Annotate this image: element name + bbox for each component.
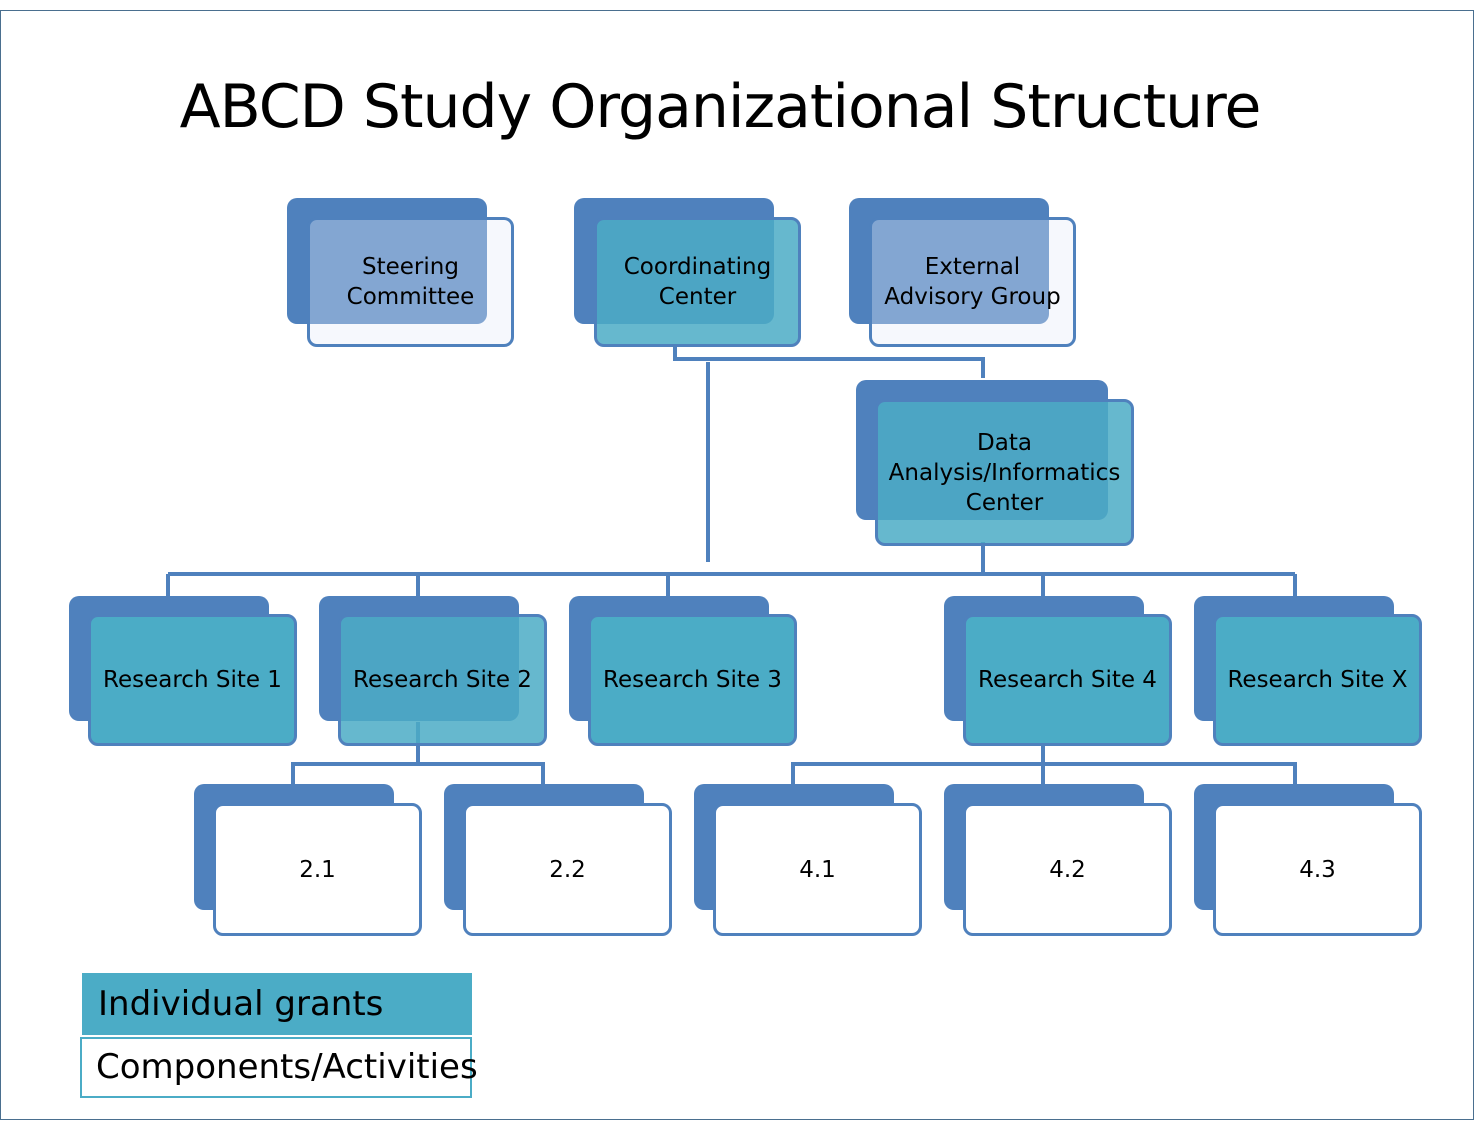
legend-grants: Individual grants (U01) (82, 973, 472, 1086)
component-2-1-box: 2.1 (213, 803, 422, 936)
steering-line2: Committee (346, 284, 475, 310)
component-4-2-node: 4.2 (944, 784, 1172, 936)
component-2-1-label: 2.1 (299, 856, 336, 883)
page-title: ABCD Study Organizational Structure (179, 72, 1262, 142)
slide-frame (0, 10, 1474, 1120)
component-2-2-node: 2.2 (444, 784, 672, 936)
research-site-3-label: Research Site 3 (603, 667, 782, 693)
research-site-2-box: Research Site 2 (338, 614, 547, 746)
research-site-1-node: Research Site 1 (69, 596, 297, 747)
research-site-4-box: Research Site 4 (963, 614, 1172, 746)
coordinating-line2: Center (658, 284, 737, 310)
daic-line1: Data (977, 429, 1032, 456)
component-2-2-label: 2.2 (549, 856, 586, 883)
component-4-1-node: 4.1 (694, 784, 922, 936)
component-4-2-box: 4.2 (963, 803, 1172, 936)
daic-line2: Analysis/Informatics (888, 459, 1121, 486)
connector-site4-bus (791, 762, 1297, 784)
research-site-4-node: Research Site 4 (944, 596, 1172, 747)
steering-line1: Steering (362, 254, 459, 280)
advisory-line2: Advisory Group (884, 284, 1061, 310)
research-site-x-label: Research Site X (1227, 667, 1408, 693)
component-4-3-node: 4.3 (1194, 784, 1422, 936)
research-site-3-node: Research Site 3 (569, 596, 797, 747)
connector-site2-bus (291, 762, 545, 784)
research-site-1-box: Research Site 1 (88, 614, 297, 746)
daic-line3: Center (965, 489, 1044, 516)
coordinating-line1: Coordinating (623, 254, 772, 280)
component-2-2-box: 2.2 (463, 803, 672, 936)
research-site-1-label: Research Site 1 (103, 667, 282, 693)
research-site-4-label: Research Site 4 (978, 667, 1157, 693)
research-site-x-node: Research Site X (1194, 596, 1422, 747)
research-site-2-label: Research Site 2 (353, 667, 532, 693)
research-site-x-box: Research Site X (1213, 614, 1422, 746)
legend-components: Components/Activities (80, 1037, 478, 1098)
research-site-2-node: Research Site 2 (319, 596, 547, 747)
component-4-3-label: 4.3 (1299, 856, 1336, 883)
component-2-1-node: 2.1 (194, 784, 422, 936)
advisory-line1: External (924, 254, 1021, 280)
component-4-2-label: 4.2 (1049, 856, 1086, 883)
connector-cc-daic (673, 345, 985, 378)
component-4-1-label: 4.1 (799, 856, 836, 883)
research-site-3-box: Research Site 3 (588, 614, 797, 746)
component-4-3-box: 4.3 (1213, 803, 1422, 936)
component-4-1-box: 4.1 (713, 803, 922, 936)
